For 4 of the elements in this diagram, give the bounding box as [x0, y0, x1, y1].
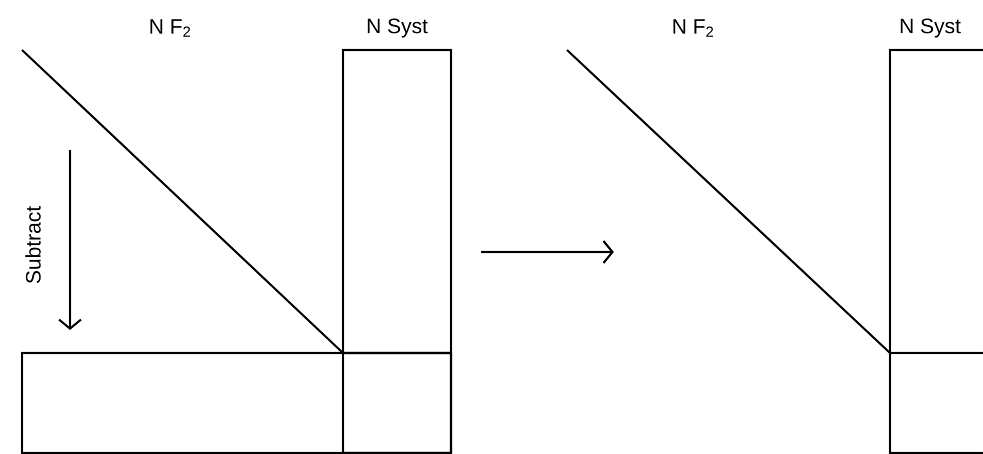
axis-label: Subtract	[25, 206, 41, 284]
panel-drawing	[20, 48, 452, 454]
panel-drawing	[566, 48, 983, 454]
arrow	[481, 240, 614, 264]
